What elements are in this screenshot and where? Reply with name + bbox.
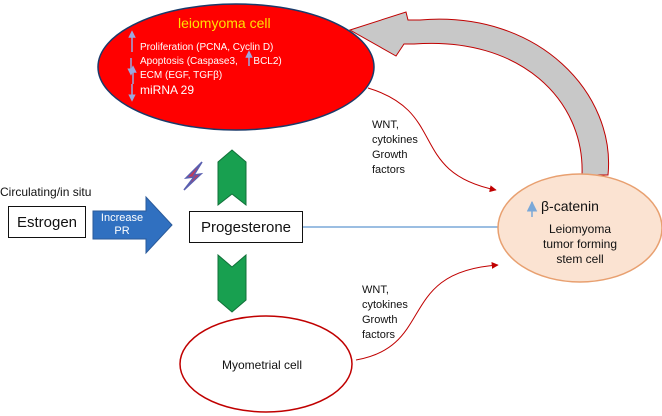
signal-upper-line: Growth xyxy=(372,149,408,161)
signal-upper-line: cytokines xyxy=(372,134,418,146)
effect-apoptosis-text: Apoptosis (Caspase3, xyxy=(140,56,238,67)
myometrial-cell-ellipse xyxy=(179,315,353,413)
signal-upper-line: WNT, xyxy=(372,119,399,131)
signal-lower-line: WNT, xyxy=(362,284,389,296)
chevron-up-arrow xyxy=(217,149,247,207)
stem-cell-line: stem cell xyxy=(556,252,604,266)
chevron-down-arrow xyxy=(217,253,247,313)
stem-cell-ellipse xyxy=(497,173,662,283)
signals-upper: WNT, cytokines Growth factors xyxy=(372,118,418,178)
signal-lower-line: factors xyxy=(362,329,396,341)
leiomyoma-title: leiomyoma cell xyxy=(178,15,271,31)
effect-ecm: ECM (EGF, TGFβ) xyxy=(140,70,223,81)
feedback-curved-arrow xyxy=(348,11,610,176)
effect-apoptosis: Apoptosis (Caspase3, BCL2) xyxy=(140,56,282,67)
pr-label: PR xyxy=(114,225,130,237)
signal-lower-line: cytokines xyxy=(362,299,408,311)
progesterone-box: Progesterone xyxy=(189,211,303,243)
beta-catenin-label: β-catenin xyxy=(541,198,599,214)
effect-proliferation: Proliferation (PCNA, Cyclin D) xyxy=(140,42,274,53)
increase-label: Increase xyxy=(100,212,144,224)
myometrial-to-stem-curve xyxy=(355,261,499,361)
effect-mirna: miRNA 29 xyxy=(140,83,195,97)
lightning-bolt-icon xyxy=(183,161,204,191)
signal-lower-line: Growth xyxy=(362,314,398,326)
signals-lower: WNT, cytokines Growth factors xyxy=(362,283,408,343)
stem-cell-description: Leiomyoma tumor forming stem cell xyxy=(528,222,632,267)
effect-bcl2-text: BCL2) xyxy=(253,56,282,67)
circulating-label: Circulating/in situ xyxy=(0,185,92,199)
estrogen-box: Estrogen xyxy=(8,206,86,238)
increase-pr-label: Increase PR xyxy=(96,212,148,238)
leiomyoma-cell-ellipse xyxy=(97,3,375,131)
stem-cell-line: Leiomyoma xyxy=(548,222,612,236)
stem-cell-line: tumor forming xyxy=(542,237,618,251)
leiomyoma-to-stem-curve xyxy=(367,87,497,193)
increase-pr-arrow xyxy=(92,195,173,255)
myometrial-cell-label: Myometrial cell xyxy=(222,358,303,372)
signal-upper-line: factors xyxy=(372,164,406,176)
